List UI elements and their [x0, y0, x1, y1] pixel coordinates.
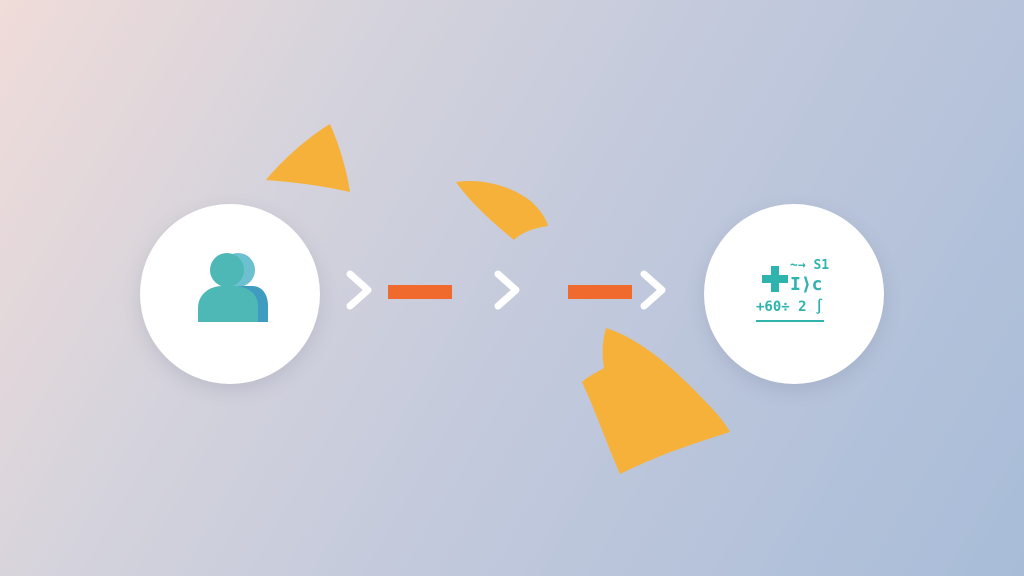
formula-underline	[756, 320, 824, 322]
chevron-right-icon	[494, 270, 520, 310]
connector-dash	[388, 285, 452, 299]
formula-line-3: +60÷ 2 ∫	[756, 299, 824, 315]
orange-shard-top-center	[456, 180, 548, 240]
formula-line-1: ~→ S1	[790, 258, 830, 273]
orange-shard-bottom	[582, 328, 730, 474]
formula-line-2: I⟩c	[790, 274, 823, 295]
formula-node: ~→ S1 I⟩c +60÷ 2 ∫	[704, 204, 884, 384]
formula-icon: ~→ S1 I⟩c +60÷ 2 ∫	[754, 256, 844, 326]
user-node	[140, 204, 320, 384]
user-icon	[198, 253, 268, 322]
chevron-right-icon	[346, 270, 372, 310]
plus-icon	[762, 266, 788, 292]
connector-dash	[568, 285, 632, 299]
orange-shard-top-left	[266, 124, 350, 192]
chevron-right-icon	[640, 270, 666, 310]
